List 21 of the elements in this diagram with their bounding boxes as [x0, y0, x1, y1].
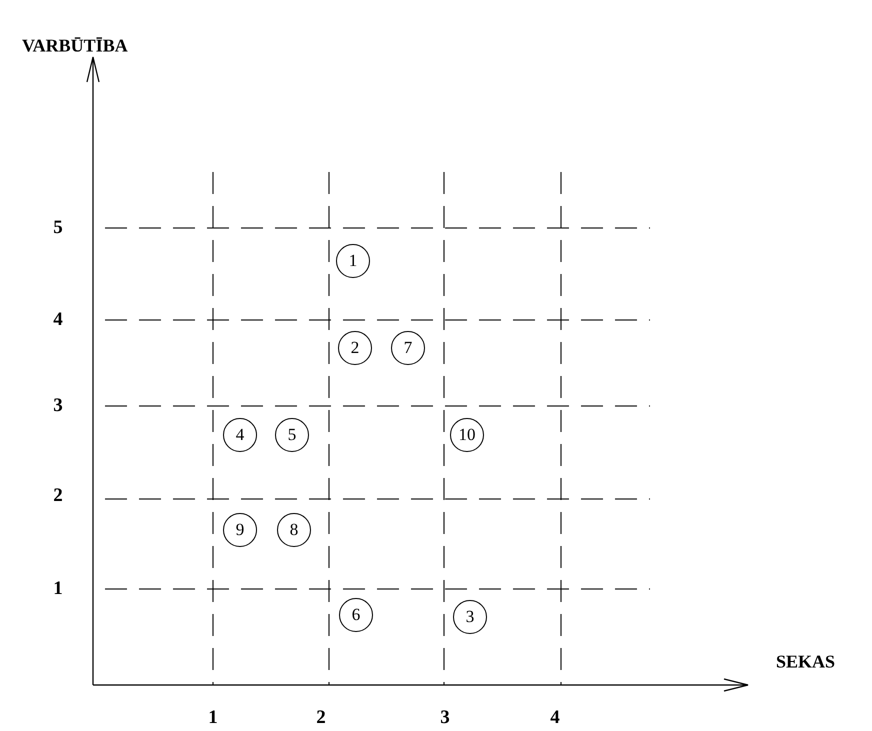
tick-label: 2: [53, 485, 63, 507]
numbered-circle: 2: [338, 331, 372, 365]
numbered-circle: 7: [391, 331, 425, 365]
tick-label: 2: [316, 707, 326, 729]
numbered-circle: 1: [336, 244, 370, 278]
tick-label: 1: [208, 707, 218, 729]
tick-label: 4: [53, 309, 63, 331]
numbered-circle: 6: [339, 598, 373, 632]
numbered-circle: 10: [450, 418, 484, 452]
numbered-circle: 9: [223, 513, 257, 547]
tick-label: 5: [53, 217, 63, 239]
numbered-circle: 3: [453, 600, 487, 634]
axis-title: VARBŪTĪBA: [22, 36, 128, 56]
numbered-circle: 5: [275, 418, 309, 452]
tick-label: 1: [53, 578, 63, 600]
tick-label: 3: [53, 395, 63, 417]
tick-label: 3: [440, 707, 450, 729]
numbered-circle: 8: [277, 513, 311, 547]
numbered-circle: 4: [223, 418, 257, 452]
axis-title: SEKAS: [776, 652, 836, 672]
tick-label: 4: [550, 707, 560, 729]
